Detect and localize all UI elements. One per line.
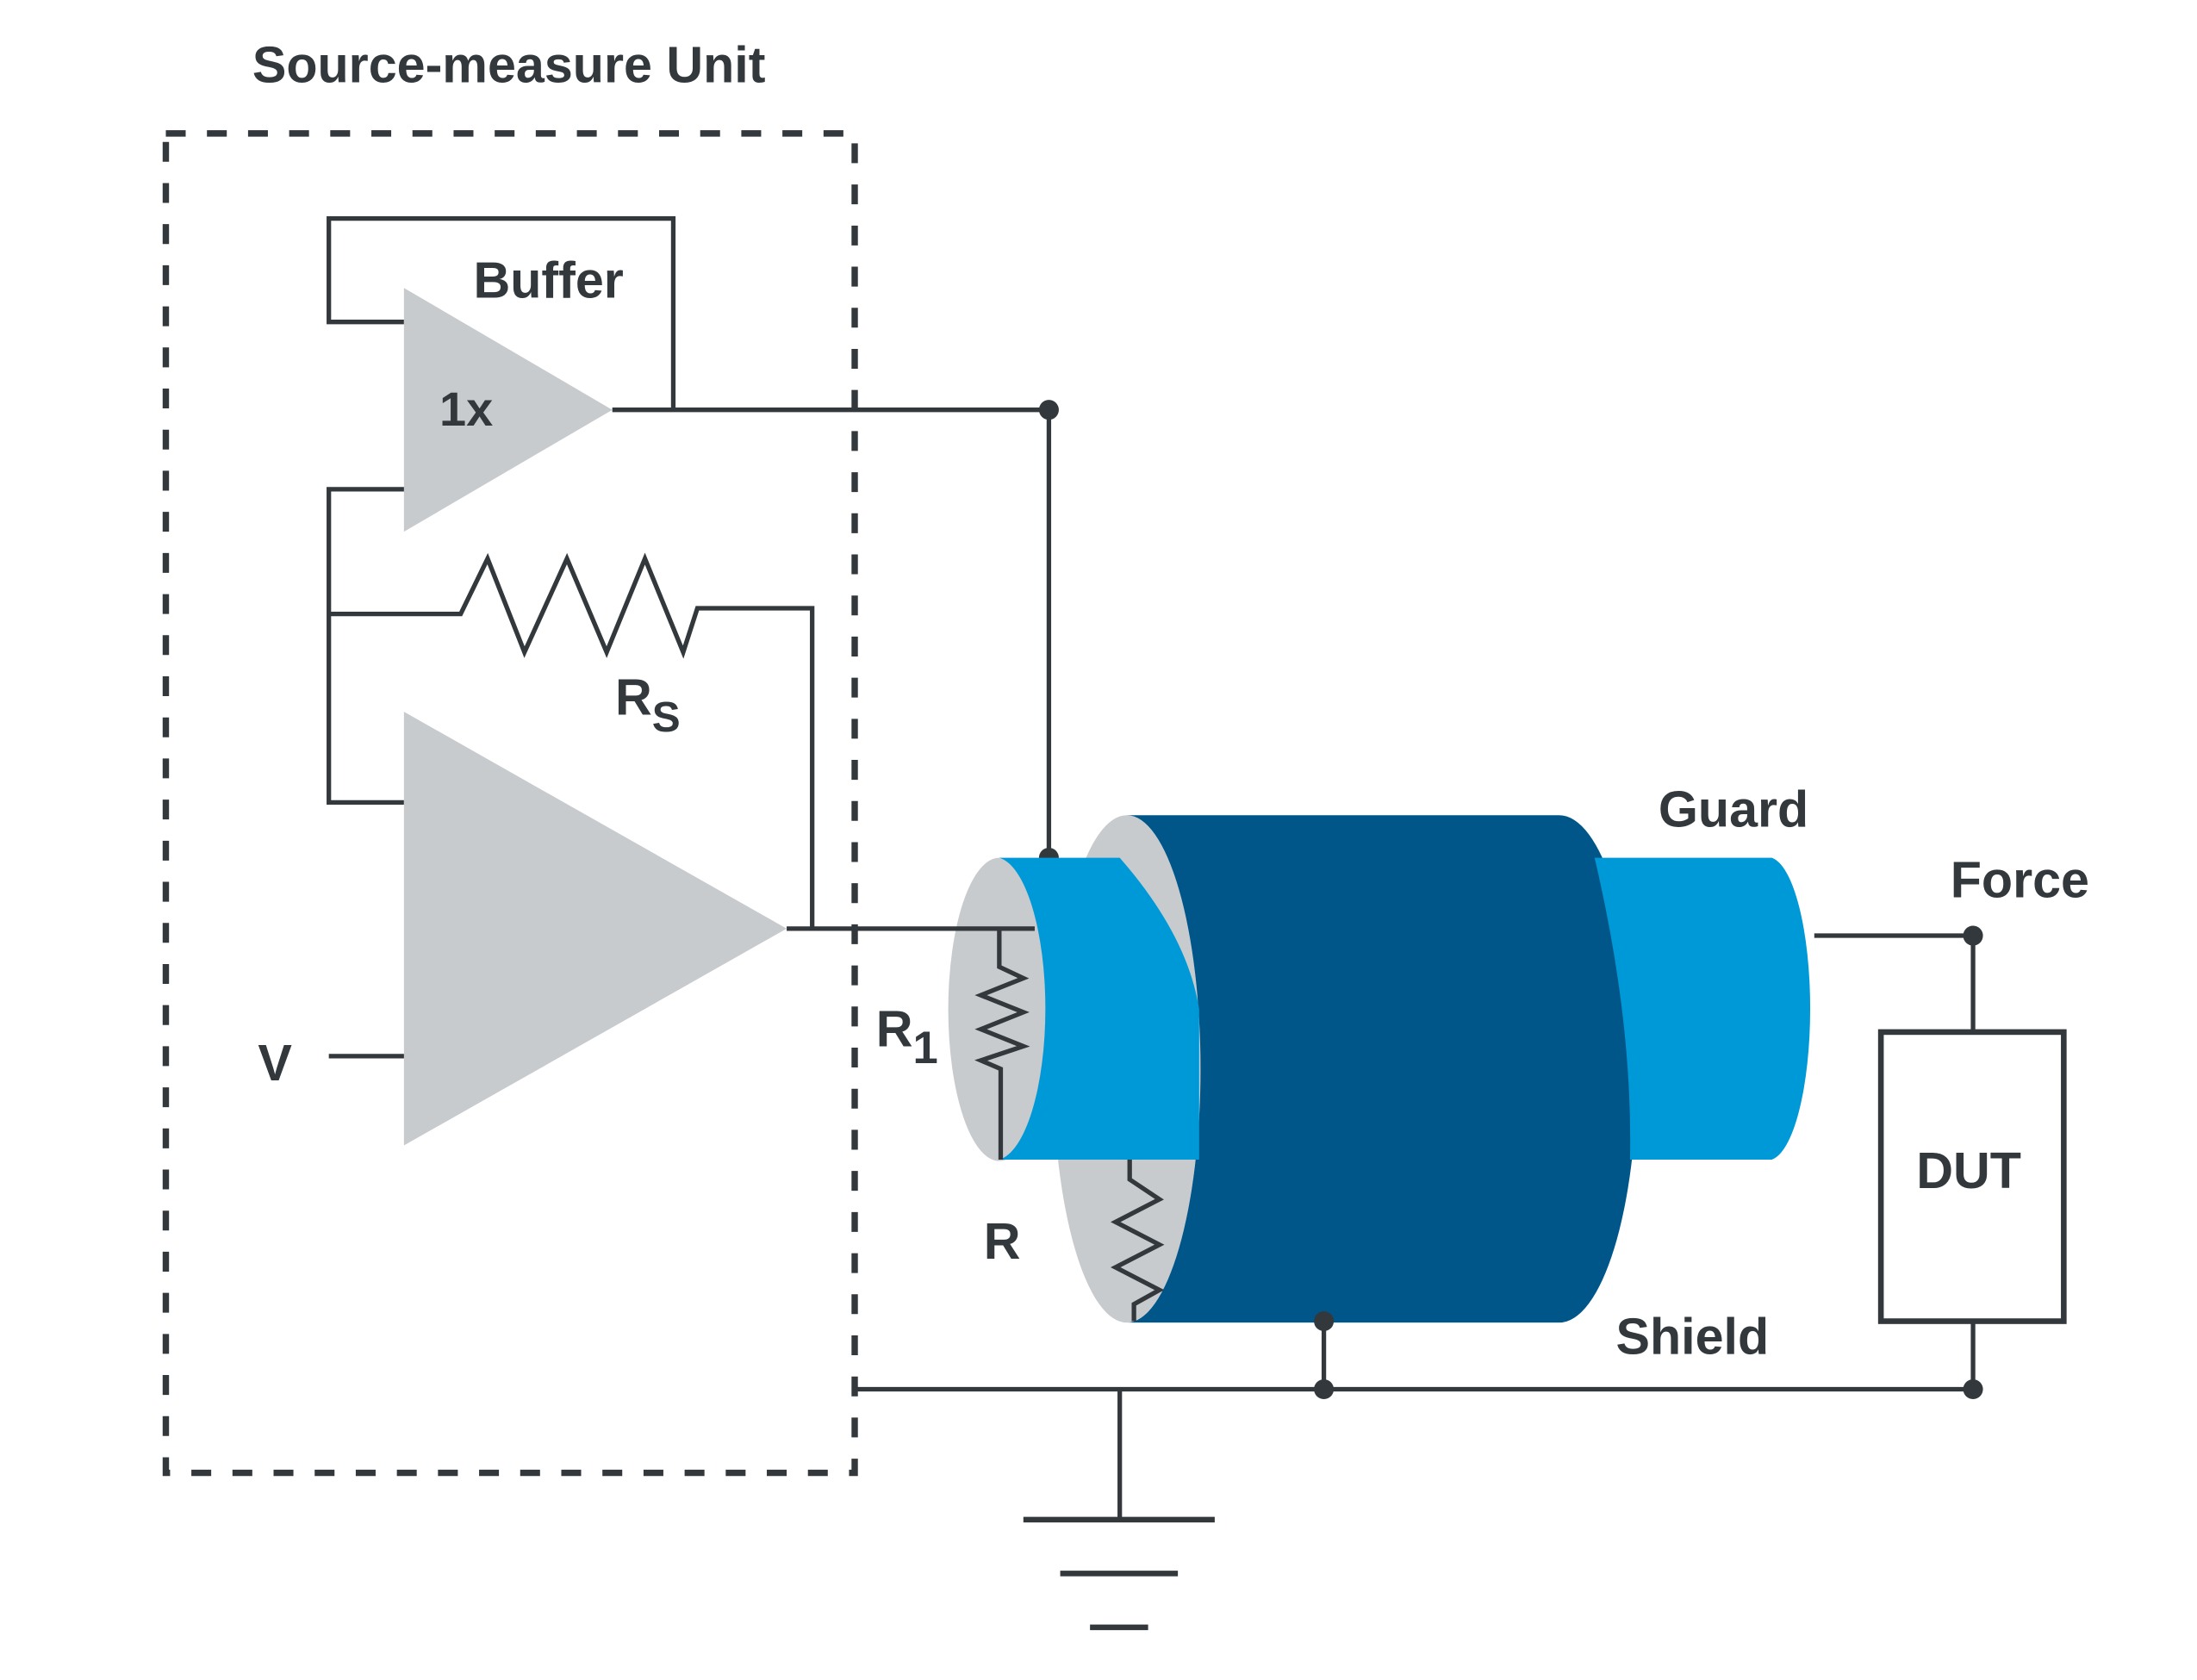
junction-dot	[1963, 1378, 1983, 1400]
shield-label: Shield	[1615, 1307, 1769, 1365]
buffer-input-wire	[327, 487, 404, 806]
guard-label: Guard	[1659, 780, 1808, 837]
main-amplifier	[403, 712, 787, 1146]
buffer-gain-label: 1x	[439, 382, 493, 436]
r-label: R	[984, 1212, 1021, 1270]
rs-label: RS	[615, 668, 681, 741]
shield-cylinder	[1126, 815, 1638, 1323]
rs-label-sub: S	[652, 694, 681, 741]
v-label: V	[258, 1034, 292, 1092]
dut-box	[1877, 1029, 2067, 1324]
smu-boundary	[162, 130, 858, 1477]
guard-end-face	[948, 857, 1051, 1161]
junction-dot	[1038, 400, 1059, 420]
buffer-amplifier	[403, 288, 613, 532]
r1-label: R1	[876, 999, 938, 1073]
junction-dot	[1314, 1311, 1335, 1332]
rs-resistor	[328, 552, 815, 929]
buffer-feedback-wire	[327, 215, 676, 410]
r1-label-sub: 1	[912, 1023, 937, 1073]
r-resistor	[1111, 1159, 1165, 1322]
guard-cylinder-rear	[1594, 857, 1811, 1160]
ground-icon	[1023, 1516, 1215, 1631]
dut-label: DUT	[1916, 1142, 2021, 1199]
r1-label-main: R	[876, 999, 913, 1057]
rs-label-main: R	[615, 668, 652, 725]
force-wire-dut	[1814, 933, 1976, 1032]
buffer-label: Buffer	[473, 252, 623, 309]
r1-resistor	[974, 928, 1030, 1160]
guard-cylinder-front	[999, 857, 1199, 1160]
force-label: Force	[1951, 851, 2089, 909]
junction-dot	[1963, 925, 1983, 946]
junction-dot	[1314, 1378, 1335, 1400]
diagram-title: Source-measure Unit	[252, 36, 766, 94]
